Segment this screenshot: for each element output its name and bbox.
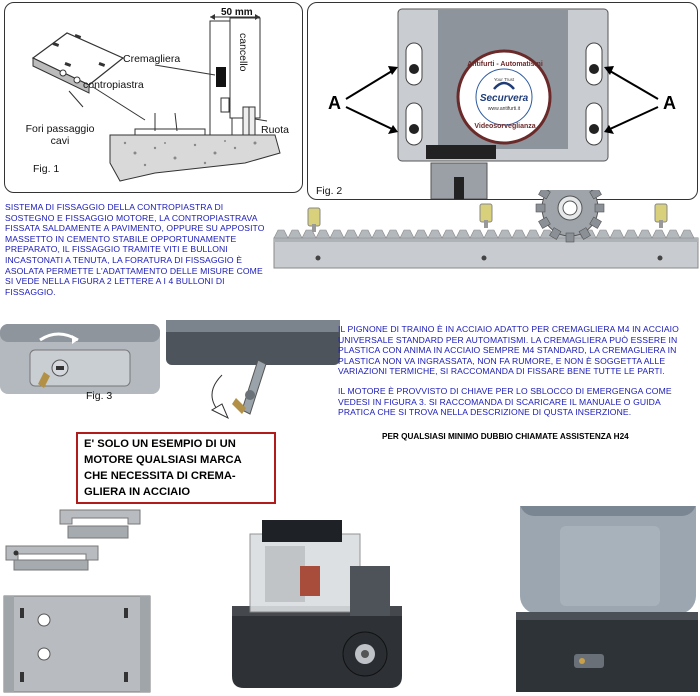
fig1-caption: Fig. 1 (33, 163, 60, 175)
logo-top-text: Antifurti - Automatismi (467, 61, 543, 68)
fig2-drawing (345, 8, 659, 199)
assistance-line: Per qualsiasi minimo dubbio chiamate ass… (382, 432, 629, 441)
callout-line-1: E' solo un esempio di un (84, 438, 236, 450)
callout-line-3: che necessita di crema- (84, 470, 236, 482)
fig1-drawing (31, 14, 281, 182)
fig1-label-rack: Cremagliera (123, 53, 181, 65)
fig1-dimension: 50 mm (221, 7, 253, 18)
text-right-p1: Il pignone di traino è in acciaio adatto… (338, 324, 679, 377)
fig3-photos (0, 320, 340, 420)
logo-brand: Securvera (479, 93, 529, 104)
fig1-label-counterplate: contropiastra (83, 79, 144, 91)
fig2-marker-right: A (663, 93, 676, 113)
fig1-label-wheel: Ruota (261, 124, 290, 136)
callout-line-2: motore qualsiasi marca (84, 454, 242, 466)
logo-bottom-text: Videosorveglianza (474, 123, 536, 130)
callout-line-4: gliera in acciaio (84, 486, 191, 498)
logo-site: www.antifurti.it (487, 106, 521, 112)
logo-small-text: Your Trust (493, 77, 515, 82)
rack-and-pinion (273, 190, 699, 269)
text-left-counterplate: Sistema di fissaggio della contropiastra… (5, 202, 265, 297)
fig2-caption: Fig. 2 (316, 185, 343, 197)
fig1-label-holes: Fori passaggio cavi (25, 123, 95, 147)
fig2-panel: A A Antifurti - Automatismi Your Trust S… (307, 2, 698, 200)
fig1-label-gate: cancello (237, 33, 249, 72)
fig3-caption: Fig. 3 (86, 390, 113, 402)
fig2-marker-left: A (328, 93, 341, 113)
fig1-panel: 50 mm Cremagliera cancello contropiastra… (4, 2, 303, 193)
text-right-p2: Il motore è provvisto di chiave per lo s… (338, 386, 672, 418)
bottom-photos (3, 506, 698, 693)
example-motor-callout: E' solo un esempio di un motore qualsias… (76, 432, 276, 504)
